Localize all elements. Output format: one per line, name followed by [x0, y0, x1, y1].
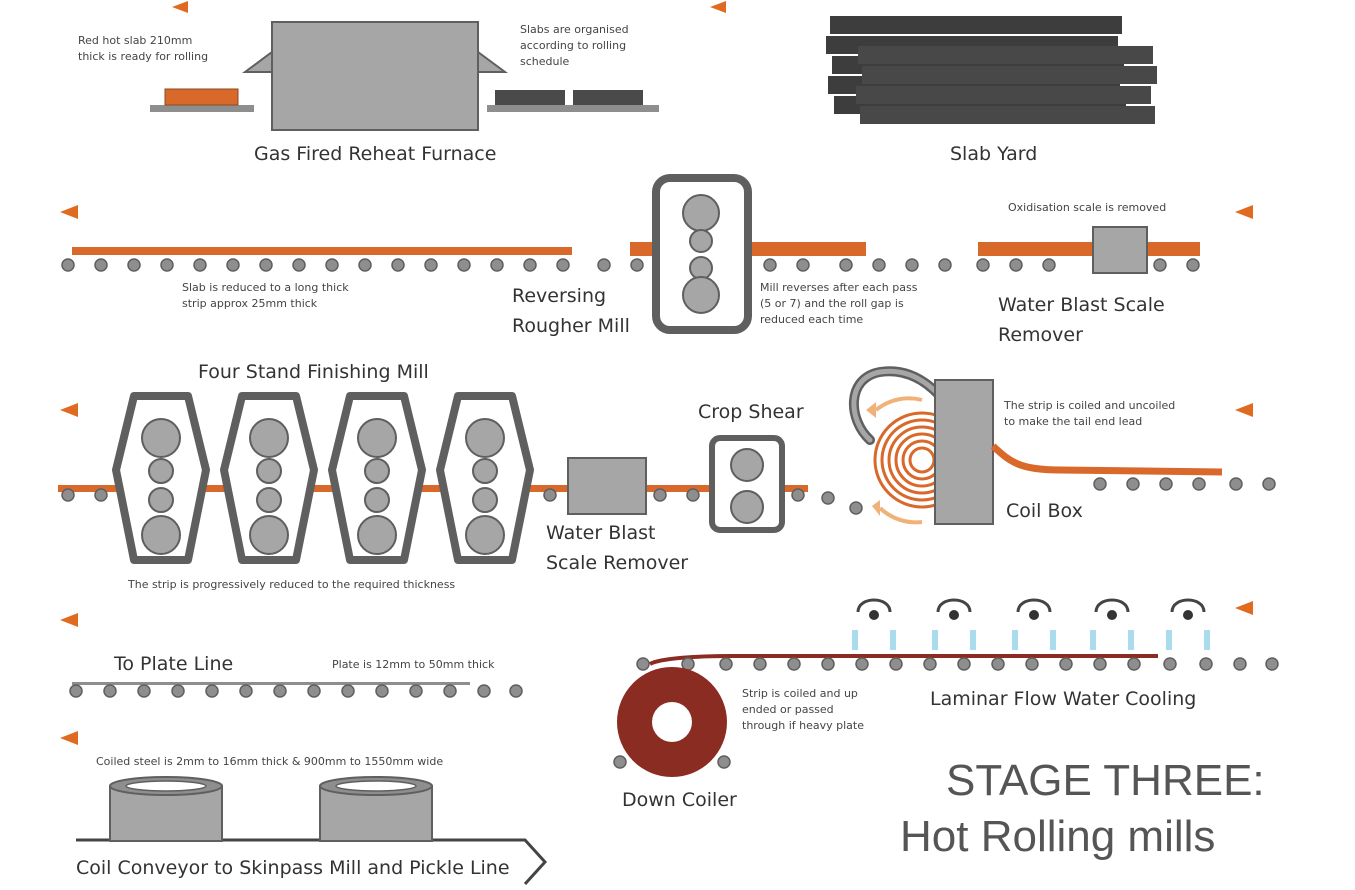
note-coiled-steel: Coiled steel is 2mm to 16mm thick & 900m…	[96, 755, 444, 768]
label-line: Remover	[998, 324, 1083, 346]
label-plate-line: To Plate Line	[114, 653, 234, 675]
label-slab-yard: Slab Yard	[950, 143, 1038, 165]
flow-arrow-icon	[1235, 403, 1297, 417]
label-coil-box: Coil Box	[1006, 500, 1083, 522]
note-line: Slab is reduced to a long thick	[182, 281, 349, 294]
note-line: The strip is coiled and uncoiled	[1004, 399, 1176, 412]
laminar-cooling	[636, 598, 1279, 671]
roughing-line	[61, 242, 1200, 272]
finishing-stands	[112, 392, 534, 564]
note-slab-reduced: Slab is reduced to a long thick strip ap…	[182, 280, 349, 312]
note-line: to make the tail end lead	[1004, 415, 1143, 428]
flow-arrow-icon	[60, 403, 122, 417]
reversing-rougher-mill	[652, 174, 752, 334]
label-reheat-furnace: Gas Fired Reheat Furnace	[254, 143, 497, 165]
note-red-hot-slab: Red hot slab 210mm thick is ready for ro…	[78, 33, 208, 65]
note-strip-reduced: The strip is progressively reduced to th…	[128, 578, 456, 591]
note-line: reduced each time	[760, 313, 864, 326]
label-crop-shear: Crop Shear	[698, 401, 804, 423]
note-strip-coiled: Strip is coiled and up ended or passed t…	[742, 686, 864, 734]
scale-remover-2	[567, 457, 647, 515]
note-line: thick is ready for rolling	[78, 50, 209, 63]
flow-arrow-icon	[710, 1, 770, 13]
note-line: Strip is coiled and up	[742, 687, 858, 700]
crop-shear	[709, 435, 785, 533]
label-laminar-cooling: Laminar Flow Water Cooling	[930, 688, 1197, 710]
finishing-line	[58, 485, 863, 515]
label-line: Water Blast Scale	[998, 294, 1165, 316]
coil-conveyor	[76, 776, 548, 886]
steel-coil-1	[109, 776, 223, 842]
note-line: (5 or 7) and the roll gap is	[760, 297, 904, 310]
note-line: through if heavy plate	[742, 719, 864, 732]
plate-line	[69, 682, 523, 698]
label-line: Scale Remover	[546, 552, 689, 574]
label-coil-conveyor: Coil Conveyor to Skinpass Mill and Pickl…	[76, 857, 510, 879]
note-line: strip approx 25mm thick	[182, 297, 318, 310]
label-line: Rougher Mill	[512, 315, 630, 337]
note-line: Slabs are organised	[520, 23, 629, 36]
label-finishing-mill: Four Stand Finishing Mill	[198, 361, 429, 383]
label-down-coiler: Down Coiler	[622, 789, 737, 811]
flow-arrow-icon	[172, 1, 232, 13]
label-scale-remover-1: Water Blast Scale Remover	[998, 290, 1165, 350]
flow-arrow-icon	[60, 731, 122, 745]
note-plate-thickness: Plate is 12mm to 50mm thick	[332, 658, 495, 671]
label-line: Reversing	[512, 285, 607, 307]
label-rougher-mill: Reversing Rougher Mill	[512, 281, 630, 341]
steel-coil-2	[319, 776, 433, 842]
down-coiler	[613, 667, 731, 777]
note-line: Mill reverses after each pass	[760, 281, 918, 294]
note-coiled-uncoiled: The strip is coiled and uncoiled to make…	[1004, 398, 1175, 430]
note-line: ended or passed	[742, 703, 834, 716]
note-line: Red hot slab 210mm	[78, 34, 193, 47]
flow-arrow-icon	[1235, 601, 1297, 615]
page-title-stage: STAGE THREE:	[946, 756, 1265, 805]
label-scale-remover-2: Water Blast Scale Remover	[546, 518, 688, 578]
label-line: Water Blast	[546, 522, 656, 544]
flow-arrows	[60, 1, 1297, 745]
scale-remover-1	[1092, 226, 1148, 274]
flow-arrow-icon	[60, 613, 122, 627]
note-line: according to rolling	[520, 39, 627, 52]
coil-box	[848, 366, 1276, 525]
flow-arrow-icon	[60, 205, 122, 219]
note-mill-reverses: Mill reverses after each pass (5 or 7) a…	[760, 280, 917, 328]
reheat-furnace	[150, 21, 659, 131]
slab-yard	[826, 16, 1157, 124]
page-title-main: Hot Rolling mills	[900, 812, 1216, 861]
note-line: schedule	[520, 55, 570, 68]
note-oxidisation: Oxidisation scale is removed	[1008, 201, 1167, 214]
note-slabs-organised: Slabs are organised according to rolling…	[520, 22, 629, 70]
flow-arrow-icon	[1235, 205, 1297, 219]
